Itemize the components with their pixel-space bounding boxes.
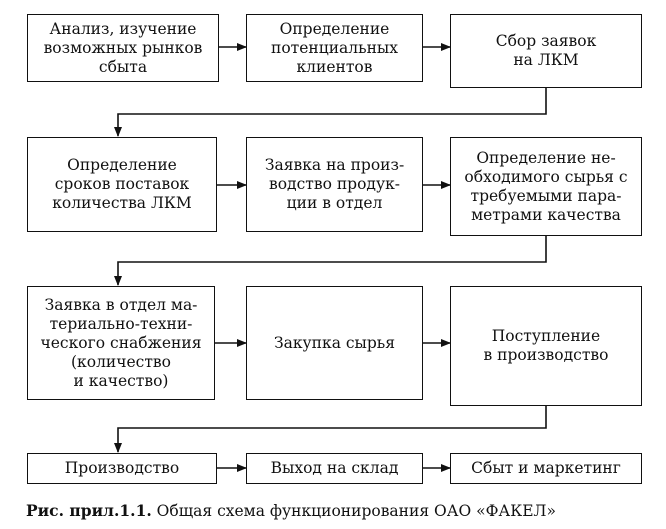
node-market-analysis: Анализ, изучение возможных рынков сбыта <box>27 14 219 82</box>
node-production: Производство <box>27 453 217 484</box>
node-supply-request: Заявка в отдел ма- териально-техни- ческ… <box>27 286 215 400</box>
node-raw-material-spec: Определение не- обходимого сырья с требу… <box>450 137 642 236</box>
caption-label: Рис. прил.1.1. <box>26 501 152 520</box>
arrow-n6-n7 <box>114 236 547 286</box>
node-delivery-terms: Определение сроков поставок количества Л… <box>27 137 217 232</box>
node-production-request: Заявка на произ- водство продук- ции в о… <box>246 137 423 232</box>
node-into-production: Поступление в производство <box>450 286 642 406</box>
node-potential-clients: Определение потенциальных клиентов <box>246 14 423 82</box>
arrow-n3-n4 <box>114 88 547 137</box>
node-warehouse-output: Выход на склад <box>246 453 423 484</box>
caption-text: Общая схема функционирования ОАО «ФАКЕЛ» <box>151 502 556 520</box>
arrow-n9-n10 <box>114 406 547 453</box>
node-sales-marketing: Сбыт и маркетинг <box>450 453 642 484</box>
node-raw-purchase: Закупка сырья <box>246 286 423 400</box>
figure-caption: Рис. прил.1.1. Общая схема функционирова… <box>26 501 646 520</box>
node-collect-orders: Сбор заявок на ЛКМ <box>450 14 642 88</box>
